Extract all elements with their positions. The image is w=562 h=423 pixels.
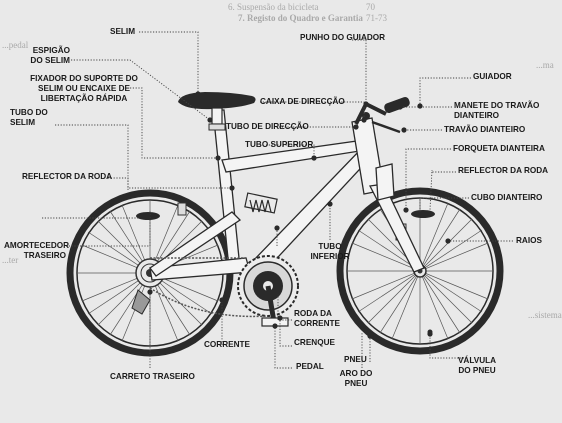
label-manete-do-travao: MANETE DO TRAVÃO DIANTEIRO <box>454 101 540 120</box>
label-carreto-traseiro: CARRETO TRASEIRO <box>110 372 195 381</box>
label-pedal: PEDAL <box>296 362 324 371</box>
label-tubo-de-direccao: TUBO DE DIRECÇÃO <box>226 122 309 131</box>
bg-header-num-a: 70 <box>366 2 375 12</box>
label-fixador-do-suporte: FIXADOR DO SUPORTE DO SELIM OU ENCAIXE D… <box>30 74 138 103</box>
label-tubo-superior: TUBO SUPERIOR <box>245 140 314 149</box>
drivetrain <box>131 255 299 327</box>
label-forqueta-dianteira: FORQUETA DIANTEIRA <box>453 144 545 153</box>
bg-left-col-0: ...pedal <box>2 40 29 50</box>
frame <box>149 109 425 281</box>
label-caixa-de-direccao: CAIXA DE DIRECÇÃO <box>260 97 345 106</box>
front-wheel <box>336 187 504 355</box>
label-espigao-do-selim: ESPIGÃO DO SELIM <box>30 46 70 65</box>
label-pneu: PNEU <box>344 355 367 364</box>
leader-lines <box>42 31 513 369</box>
label-crenque: CRENQUE <box>294 338 335 347</box>
label-travao-dianteiro: TRAVÃO DIANTEIRO <box>444 125 526 134</box>
label-aro-do-pneu: ARO DO PNEU <box>339 369 373 388</box>
label-raios: RAIOS <box>516 236 542 245</box>
label-guiador: GUIADOR <box>473 72 512 81</box>
label-tubo-do-selim: TUBO DO SELIM <box>10 108 48 127</box>
label-roda-da-corrente: RODA DA CORRENTE <box>294 309 340 328</box>
bg-right-col-1: ...sistema <box>528 310 562 320</box>
label-tubo-inferior: TUBO INFERIOR <box>310 242 350 261</box>
bg-header-left: 6. Suspensão da bicicleta <box>228 2 319 12</box>
label-cubo-dianteiro: CUBO DIANTEIRO <box>471 193 543 202</box>
bg-left-col-1: ...ter <box>2 255 19 265</box>
rear-shock <box>244 192 278 214</box>
label-selim: SELIM <box>110 27 136 36</box>
label-reflector-da-roda-left: REFLECTOR DA RODA <box>22 172 113 181</box>
label-corrente: CORRENTE <box>204 340 250 349</box>
bg-header-num-b: 71-73 <box>366 13 387 23</box>
anchor-dots <box>145 91 451 339</box>
bg-header-right: 7. Registo do Quadro e Garantia <box>238 13 363 23</box>
bg-right-col-0: ...ma <box>536 60 554 70</box>
label-valvula-do-pneu: VÁLVULA DO PNEU <box>457 356 497 375</box>
label-amortecedor-traseiro: AMORTECEDOR TRASEIRO <box>4 241 70 260</box>
label-reflector-da-roda-right: REFLECTOR DA RODA <box>458 166 549 175</box>
label-punho-do-guiador: PUNHO DO GUIADOR <box>300 33 386 42</box>
